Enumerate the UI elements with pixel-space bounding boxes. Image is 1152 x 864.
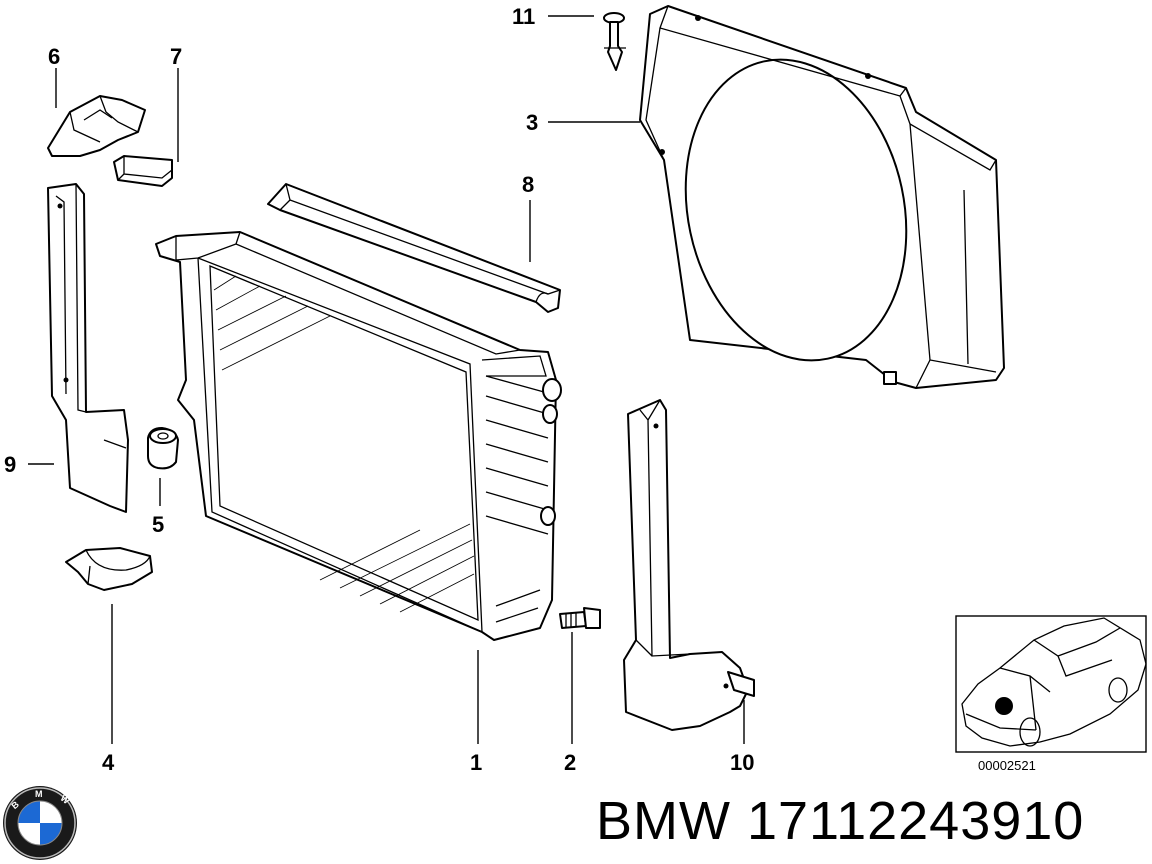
diagram-reference-code: 00002521: [978, 758, 1036, 773]
callout-3: 3: [526, 110, 538, 135]
callout-11: 11: [512, 4, 535, 29]
callout-7: 7: [170, 44, 182, 69]
part-7-clip: [113, 155, 173, 187]
leader-lines: [28, 15, 745, 744]
svg-text:B: B: [9, 799, 21, 811]
location-marker: [995, 697, 1013, 715]
part-2-bolt: [559, 607, 601, 629]
locator-inset: [955, 615, 1147, 753]
part-8-seal-strip: [267, 183, 561, 313]
callout-1: 1: [470, 750, 482, 775]
part-number-caption: BMW 17112243910: [596, 786, 1084, 856]
svg-text:M: M: [35, 789, 43, 799]
part-6-bracket: [47, 95, 146, 157]
part-5-rubber-mount: [147, 427, 179, 470]
callout-8: 8: [522, 172, 534, 197]
callout-9: 9: [4, 452, 16, 477]
callout-10: 10: [730, 750, 754, 775]
part-11-rivet: [603, 12, 626, 71]
callout-4: 4: [102, 750, 115, 775]
bmw-logo: B M W: [3, 786, 77, 860]
callout-2: 2: [564, 750, 576, 775]
part-10-air-duct-right: [623, 399, 755, 731]
part-number: 17112243910: [746, 791, 1085, 851]
part-4-holder: [65, 547, 153, 591]
part-3-fan-shroud: [639, 5, 1005, 389]
callout-5: 5: [152, 512, 164, 537]
callout-labels: 1 2 3 4 5 6 7 8 9 10 11: [4, 4, 754, 775]
callout-6: 6: [48, 44, 60, 69]
part-9-air-duct-left: [47, 183, 129, 513]
brand-name: BMW: [596, 791, 731, 851]
part-1-radiator: [155, 231, 562, 641]
